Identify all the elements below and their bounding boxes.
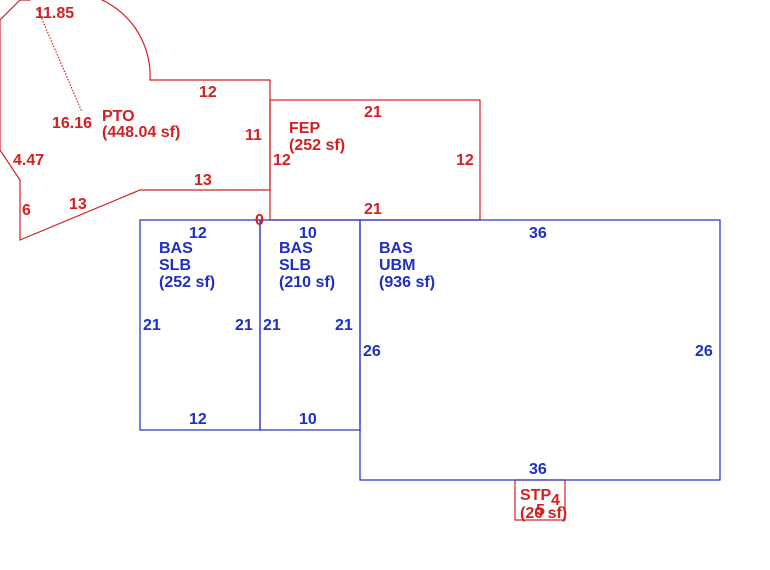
stp-area: (20 sf) [520, 505, 567, 522]
pto-radius-line [37, 9, 83, 113]
pto-dim-radius: 16.16 [52, 115, 92, 132]
bas2-dim-top: 10 [299, 225, 317, 242]
bas2-code: BAS [279, 240, 313, 257]
pto-dim-bottom: 13 [194, 172, 212, 189]
bas1-dim-bottom: 12 [189, 411, 207, 428]
fep-code: FEP [289, 120, 320, 137]
fep-dim-left: 12 [273, 152, 291, 169]
pto-dim-arc: 11.85 [35, 5, 74, 22]
fep-dim-bottom: 21 [364, 201, 382, 218]
bas2-dim-right: 21 [335, 317, 353, 334]
bas1-sub: SLB [159, 257, 191, 274]
bas2-dim-bottom: 10 [299, 411, 317, 428]
pto-dim-right: 11 [245, 127, 262, 144]
fep-area: (252 sf) [289, 137, 345, 154]
bas1-dim-right: 21 [235, 317, 253, 334]
fep-dim-right: 12 [456, 152, 474, 169]
bas3-area: (936 sf) [379, 274, 435, 291]
stp-dim-b: 4 [551, 492, 560, 509]
pto-outline [0, 0, 271, 241]
bas3-dim-bottom: 36 [529, 461, 547, 478]
bas1-dim-left: 21 [143, 317, 161, 334]
bas1-dim-top: 12 [189, 225, 207, 242]
bas3-sub: UBM [379, 257, 415, 274]
fep-dim-top: 21 [364, 104, 382, 121]
bas-ubm-outline [359, 219, 721, 481]
pto-dim-top: 12 [199, 84, 217, 101]
bas3-code: BAS [379, 240, 413, 257]
bas2-sub: SLB [279, 257, 311, 274]
bas3-dim-right: 26 [695, 343, 713, 360]
pto-dim-left-top: 4.47 [13, 152, 44, 169]
pto-dim-lower-left: 13 [69, 196, 87, 213]
bas2-area: (210 sf) [279, 274, 335, 291]
bas2-dim-zero: 0 [255, 212, 264, 229]
bas1-area: (252 sf) [159, 274, 215, 291]
stp-code: STP [520, 487, 551, 504]
bas1-code: BAS [159, 240, 193, 257]
pto-code: PTO [102, 108, 135, 125]
bas3-dim-left: 26 [363, 343, 381, 360]
pto-dim-left-bottom: 6 [22, 202, 31, 219]
stp-dim-a: 5 [536, 502, 545, 519]
bas2-dim-left: 21 [263, 317, 281, 334]
bas3-dim-top: 36 [529, 225, 547, 242]
pto-area: (448.04 sf) [102, 124, 180, 141]
